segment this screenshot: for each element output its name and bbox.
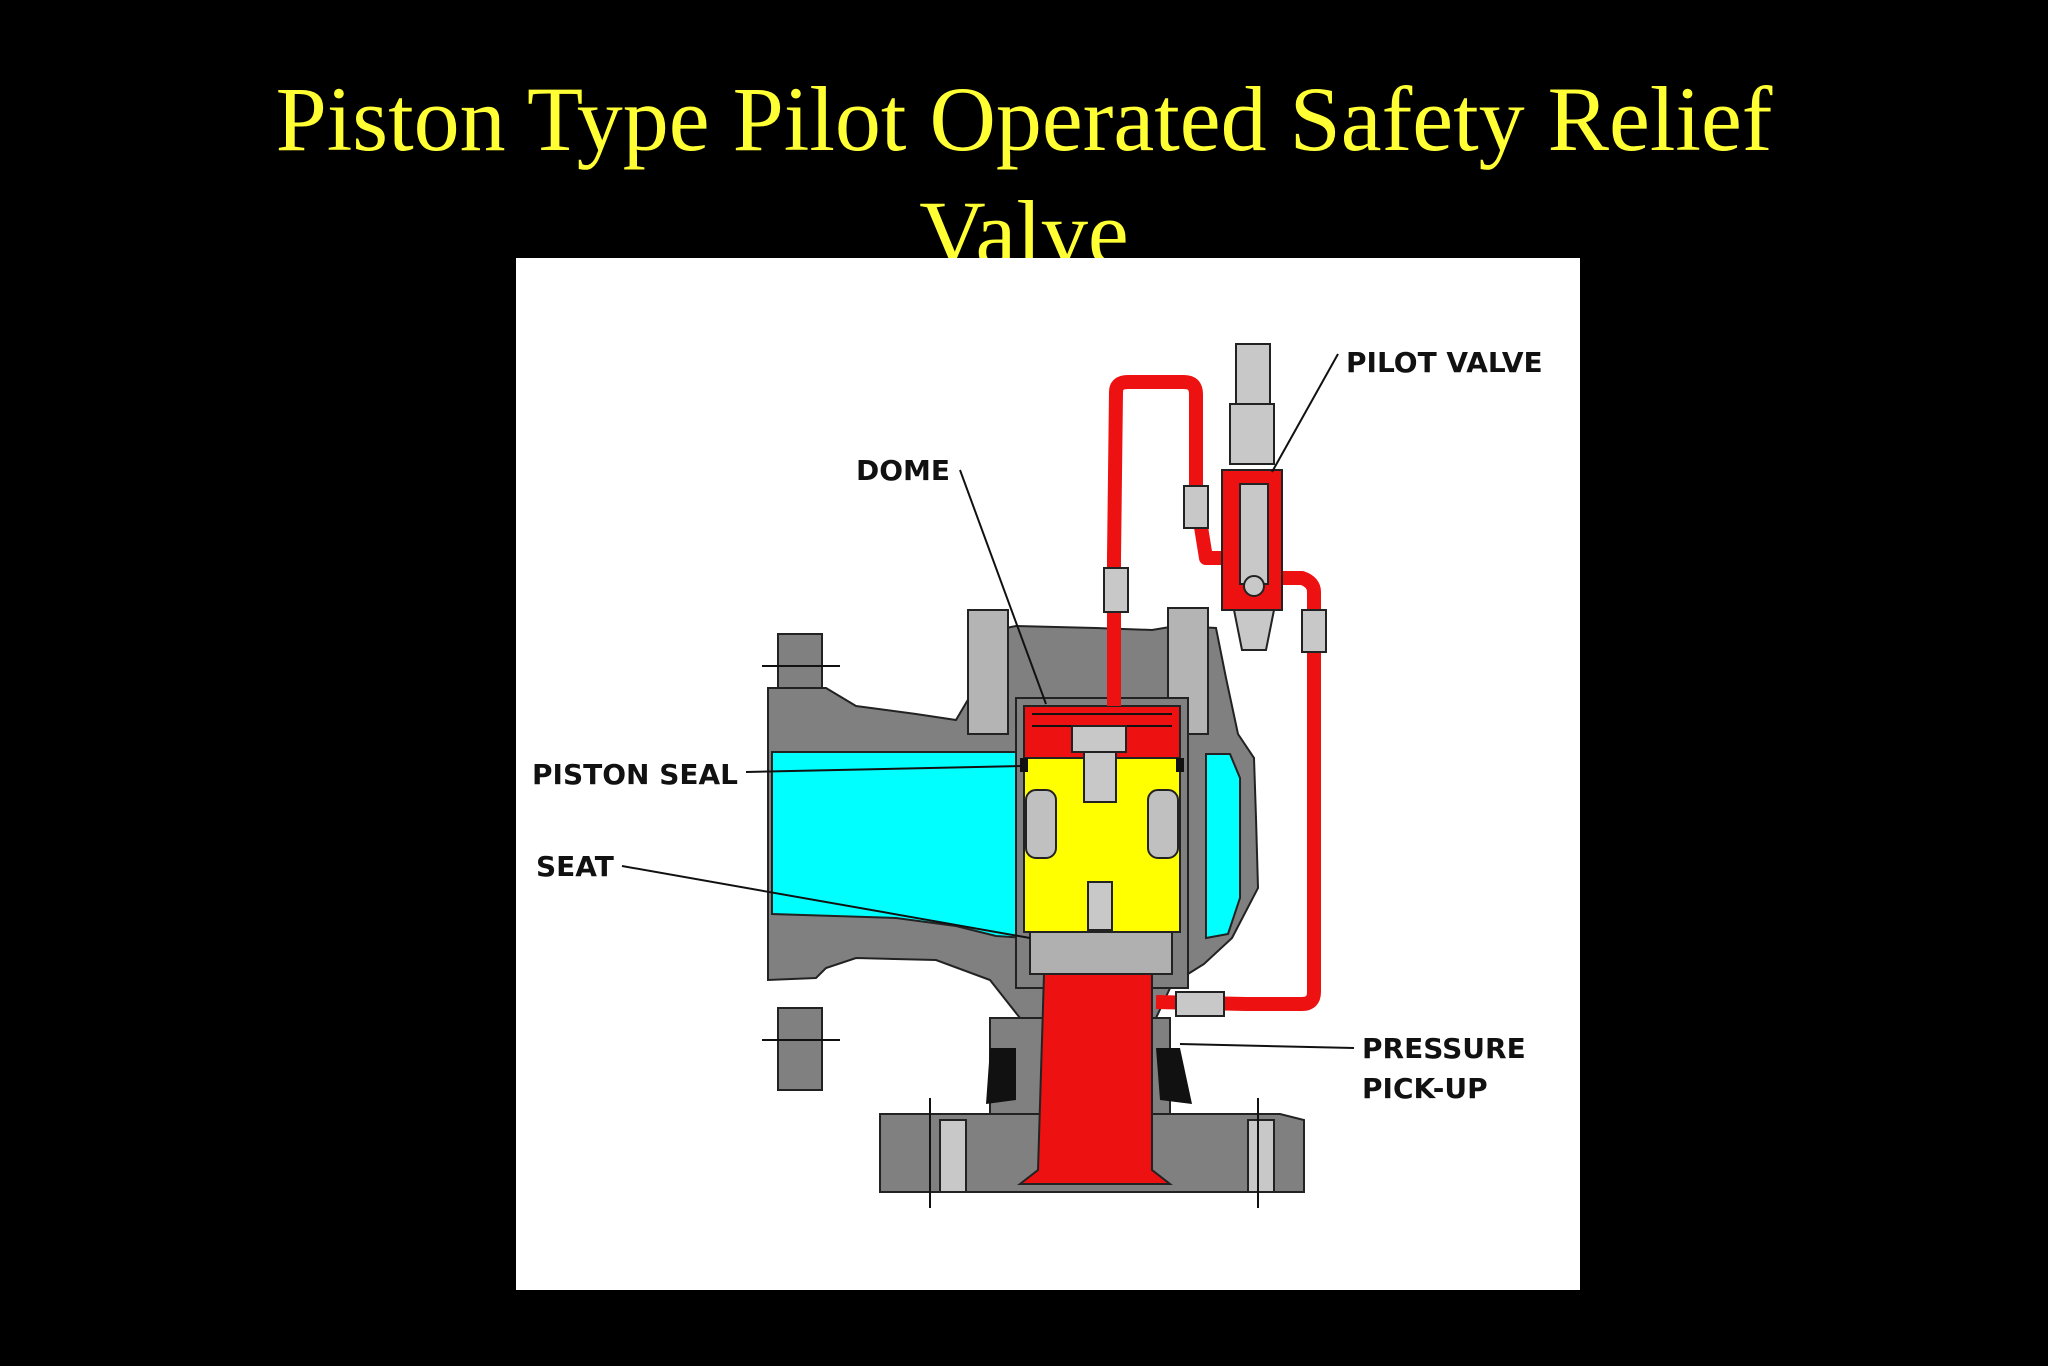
dome-assembly <box>967 607 1209 989</box>
label-piston-seal: PISTON SEAL <box>532 758 738 791</box>
piston-seal-mark-left <box>1020 758 1028 772</box>
label-pilot-valve: PILOT VALVE <box>1346 346 1543 379</box>
piston-seal-mark-right <box>1176 758 1184 772</box>
label-dome: DOME <box>856 454 950 487</box>
label-pressure-line1: PRESSURE <box>1362 1032 1526 1065</box>
valve-diagram-panel: PILOT VALVE DOME PISTON SEAL SEAT PRESSU… <box>516 258 1580 1290</box>
seat-ring <box>1029 931 1173 975</box>
label-seat: SEAT <box>536 850 614 883</box>
pilot-tubing <box>1107 375 1321 1011</box>
piston <box>1023 757 1181 933</box>
leader-lines <box>621 353 1355 1049</box>
inlet-nozzle <box>1017 973 1173 1185</box>
valve-diagram: PILOT VALVE DOME PISTON SEAL SEAT PRESSU… <box>532 343 1543 1208</box>
slide-title: Piston Type Pilot Operated Safety Relief… <box>0 62 2048 290</box>
pilot-valve <box>1221 343 1283 651</box>
tube-fittings <box>1103 485 1327 1017</box>
title-line-1: Piston Type Pilot Operated Safety Relief <box>275 68 1773 170</box>
label-pressure-line2: PICK-UP <box>1362 1072 1488 1105</box>
